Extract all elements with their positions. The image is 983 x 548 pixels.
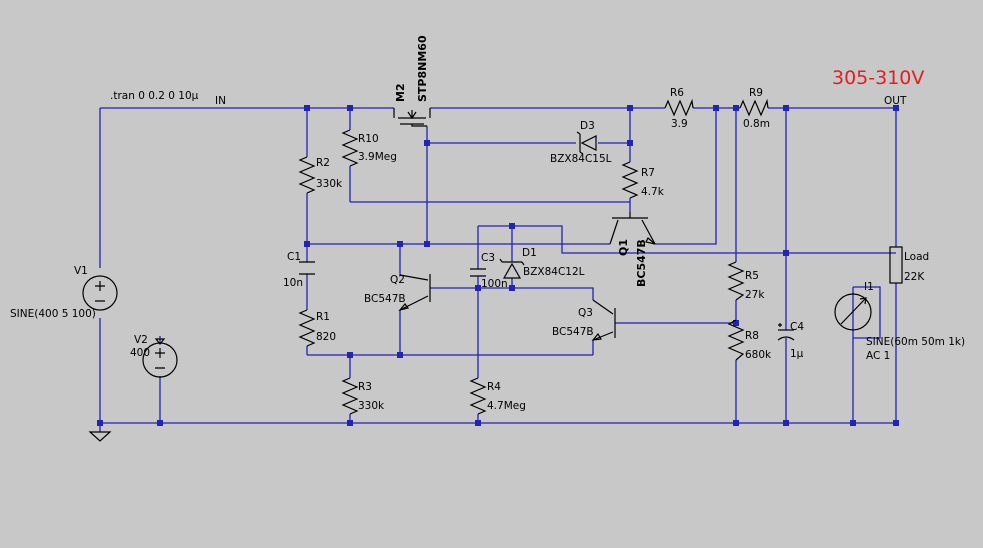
r10-resistor[interactable] bbox=[341, 129, 359, 167]
net-label-in: IN bbox=[215, 95, 226, 107]
r3-name: R3 bbox=[358, 381, 372, 393]
c1-name: C1 bbox=[287, 251, 301, 263]
q3-name: Q3 bbox=[578, 307, 593, 319]
v1-value: SINE(400 5 100) bbox=[10, 308, 96, 320]
d3-name: D3 bbox=[580, 120, 595, 132]
d1-zener-diode[interactable] bbox=[499, 258, 525, 279]
r4-value: 4.7Meg bbox=[487, 400, 526, 412]
r8-resistor[interactable] bbox=[727, 319, 745, 361]
tran-directive: .tran 0 0.2 0 10µ bbox=[110, 90, 199, 102]
q1-name: Q1 bbox=[617, 239, 630, 256]
c4-capacitor[interactable] bbox=[777, 323, 795, 341]
r7-value: 4.7k bbox=[641, 186, 665, 198]
r9-name: R9 bbox=[749, 87, 763, 99]
ground-symbol bbox=[88, 431, 112, 442]
wires bbox=[99, 107, 897, 432]
r9-resistor[interactable] bbox=[739, 98, 769, 117]
c3-capacitor[interactable] bbox=[470, 268, 486, 277]
c3-value: 100n bbox=[481, 278, 508, 290]
r7-name: R7 bbox=[641, 167, 655, 179]
m2-value: STP8NM60 bbox=[416, 35, 429, 102]
q2-transistor[interactable] bbox=[398, 274, 431, 312]
q2-value: BC547B bbox=[364, 293, 406, 305]
labels: 305-310V .tran 0 0.2 0 10µ IN OUT V1 SIN… bbox=[10, 35, 965, 412]
v2-voltage-source[interactable] bbox=[142, 338, 178, 378]
i1-name: I1 bbox=[864, 281, 874, 293]
r10-value: 3.9Meg bbox=[358, 151, 397, 163]
r8-value: 680k bbox=[745, 349, 772, 361]
r9-value: 0.8m bbox=[743, 118, 770, 130]
load-resistor[interactable] bbox=[889, 246, 903, 284]
r2-name: R2 bbox=[316, 157, 330, 169]
d3-zener-diode[interactable] bbox=[576, 131, 597, 155]
v2-value: 400 bbox=[130, 347, 150, 359]
r5-value: 27k bbox=[745, 289, 765, 301]
q1-value: BC547B bbox=[635, 239, 648, 287]
r3-resistor[interactable] bbox=[341, 377, 359, 415]
r6-name: R6 bbox=[670, 87, 684, 99]
m2-mosfet[interactable] bbox=[393, 108, 431, 127]
r4-name: R4 bbox=[487, 381, 501, 393]
v1-voltage-source[interactable] bbox=[82, 275, 118, 311]
c4-name: C4 bbox=[790, 321, 804, 333]
load-value: 22K bbox=[904, 271, 925, 283]
r5-name: R5 bbox=[745, 270, 759, 282]
r6-value: 3.9 bbox=[671, 118, 688, 130]
r1-value: 820 bbox=[316, 331, 336, 343]
c4-value: 1µ bbox=[790, 348, 804, 360]
i1-current-source[interactable] bbox=[834, 293, 872, 331]
c1-capacitor[interactable] bbox=[299, 261, 315, 275]
v1-name: V1 bbox=[74, 265, 88, 277]
r5-resistor[interactable] bbox=[727, 261, 745, 301]
r2-resistor[interactable] bbox=[298, 156, 316, 194]
d1-value: BZX84C12L bbox=[523, 266, 585, 278]
m2-name: M2 bbox=[394, 83, 407, 102]
i1-value: SINE(60m 50m 1k) bbox=[866, 336, 965, 348]
q3-value: BC547B bbox=[552, 326, 594, 338]
r7-resistor[interactable] bbox=[621, 161, 639, 199]
junction-dots bbox=[97, 105, 899, 426]
q1-transistor[interactable] bbox=[609, 212, 656, 245]
r1-name: R1 bbox=[316, 311, 330, 323]
load-name: Load bbox=[904, 251, 929, 263]
r8-name: R8 bbox=[745, 330, 759, 342]
c1-value: 10n bbox=[283, 277, 303, 289]
r6-resistor[interactable] bbox=[664, 98, 694, 117]
q3-transistor[interactable] bbox=[591, 299, 616, 341]
v2-name: V2 bbox=[134, 334, 148, 346]
d1-name: D1 bbox=[522, 247, 537, 259]
r1-resistor[interactable] bbox=[298, 309, 316, 347]
i1-ac-value: AC 1 bbox=[866, 350, 890, 362]
r2-value: 330k bbox=[316, 178, 343, 190]
voltage-annotation: 305-310V bbox=[832, 67, 924, 89]
r3-value: 330k bbox=[358, 400, 385, 412]
c3-name: C3 bbox=[481, 252, 495, 264]
r10-name: R10 bbox=[358, 133, 379, 145]
q2-name: Q2 bbox=[390, 274, 405, 286]
r4-resistor[interactable] bbox=[469, 377, 487, 415]
net-label-out: OUT bbox=[884, 95, 907, 107]
d3-value: BZX84C15L bbox=[550, 153, 612, 165]
